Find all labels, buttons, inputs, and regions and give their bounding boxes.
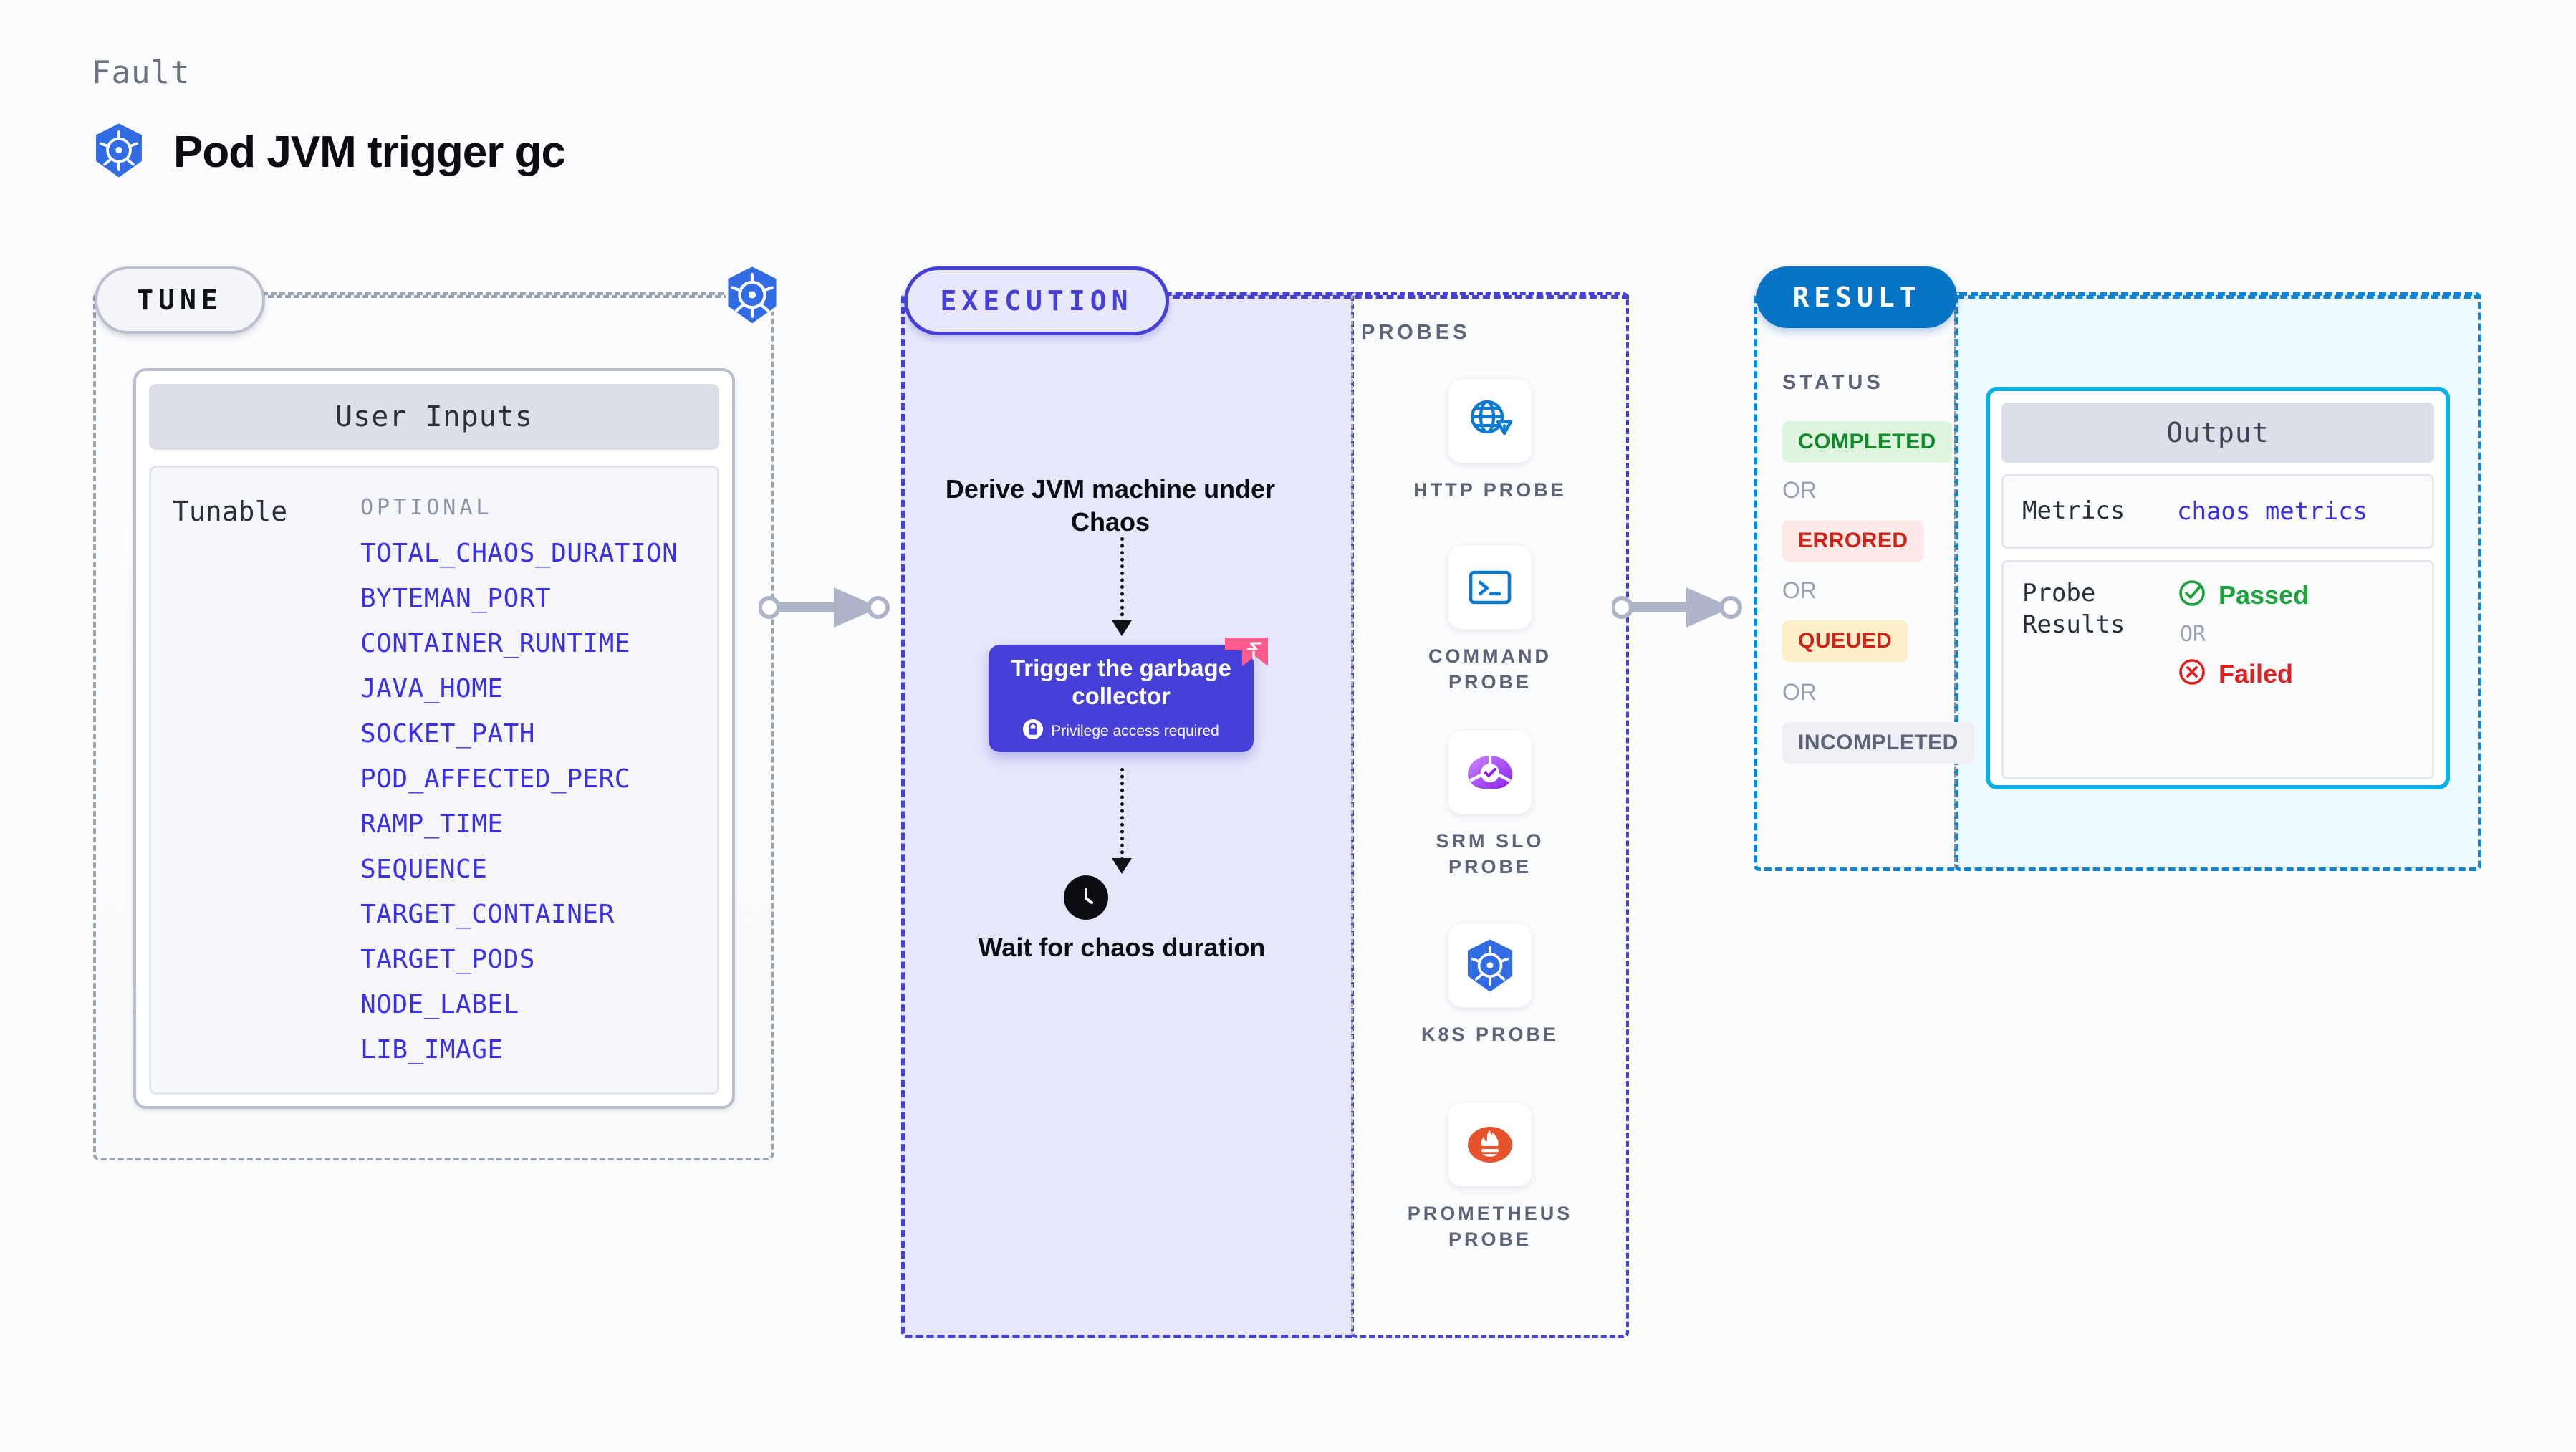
flow-connector-dots (1120, 537, 1124, 623)
probes-panel-divider (1351, 295, 1353, 1335)
failed-label: Failed (2219, 658, 2294, 688)
lock-icon (1023, 718, 1044, 744)
tunable-item[interactable]: BYTEMAN_PORT (360, 584, 552, 613)
output-metrics-row: Metrics chaos metrics (2001, 474, 2434, 549)
tunable-item[interactable]: TARGET_PODS (360, 945, 535, 974)
gc-node-title: Trigger the garbage collector (1010, 655, 1232, 709)
check-circle-icon (2177, 578, 2207, 612)
probe-item-http[interactable]: HTTP PROBE (1394, 380, 1586, 503)
tunable-body: Tunable OPTIONAL TOTAL_CHAOS_DURATION BY… (149, 466, 719, 1095)
probe-item-prometheus[interactable]: PROMETHEUS PROBE (1394, 1103, 1586, 1253)
tune-panel-top-line (259, 295, 755, 298)
result-panel-divider (1954, 295, 1956, 868)
probe-label: PROMETHEUS PROBE (1407, 1203, 1573, 1251)
status-title: STATUS (1782, 371, 1884, 394)
derive-step-label: Derive JVM machine under Chaos (945, 474, 1276, 537)
chaos-flag-icon (1224, 635, 1269, 675)
terminal-icon (1448, 546, 1532, 629)
execution-panel-top-line (1162, 295, 1629, 299)
connector-execution-to-result (1610, 582, 1755, 637)
probe-results-key-label: Probe Results (2022, 579, 2125, 639)
srm-slo-icon (1448, 731, 1532, 814)
user-inputs-card: User Inputs Tunable OPTIONAL TOTAL_CHAOS… (133, 368, 735, 1109)
metrics-key-label: Metrics (2022, 496, 2125, 526)
tunable-item[interactable]: LIB_IMAGE (360, 1035, 504, 1064)
passed-label: Passed (2219, 580, 2310, 610)
tunable-list: OPTIONAL TOTAL_CHAOS_DURATION BYTEMAN_PO… (360, 495, 696, 1065)
fault-title-row: Pod JVM trigger gc (92, 122, 566, 183)
probe-result-or-label: OR (2180, 622, 2206, 647)
status-badge-completed: COMPLETED (1782, 421, 1952, 463)
execution-pill-label[interactable]: EXECUTION (904, 266, 1169, 335)
probe-label: SRM SLO PROBE (1436, 830, 1544, 878)
tunable-item[interactable]: POD_AFFECTED_PERC (360, 764, 630, 794)
tunable-item[interactable]: NODE_LABEL (360, 990, 519, 1019)
kubernetes-icon (722, 264, 782, 330)
result-panel-top-line (1957, 295, 2481, 299)
metrics-value[interactable]: chaos metrics (2177, 497, 2368, 526)
tunable-item[interactable]: RAMP_TIME (360, 809, 504, 839)
probe-label: HTTP PROBE (1413, 479, 1567, 501)
wait-step-label: Wait for chaos duration (978, 933, 1266, 962)
clock-icon (1064, 875, 1108, 920)
optional-label: OPTIONAL (360, 495, 493, 520)
flow-arrowhead (1112, 858, 1132, 874)
probe-result-failed: Failed (2177, 657, 2413, 691)
tunable-key-label: Tunable (173, 496, 288, 527)
status-badge-queued: QUEUED (1782, 620, 1908, 662)
output-probe-results-row: Probe Results Passed OR (2001, 560, 2434, 779)
tunable-item[interactable]: TOTAL_CHAOS_DURATION (360, 539, 678, 568)
x-circle-icon (2177, 657, 2207, 691)
status-or-label: OR (1782, 679, 1817, 705)
page-title: Pod JVM trigger gc (173, 128, 566, 177)
user-inputs-header: User Inputs (149, 384, 719, 450)
status-badge-errored: ERRORED (1782, 520, 1924, 562)
probe-label: K8S PROBE (1421, 1024, 1559, 1045)
status-badge-incompleted: INCOMPLETED (1782, 722, 1974, 764)
probe-item-command[interactable]: COMMAND PROBE (1394, 546, 1586, 696)
kubernetes-icon (92, 122, 146, 183)
probe-item-k8s[interactable]: K8S PROBE (1394, 924, 1586, 1047)
gc-node-privilege-row: Privilege access required (1023, 718, 1219, 744)
tune-pill-label[interactable]: TUNE (95, 266, 265, 334)
tunable-item[interactable]: JAVA_HOME (360, 674, 504, 703)
probe-label: COMMAND PROBE (1428, 645, 1552, 693)
flow-connector-dots (1120, 768, 1124, 861)
tunable-item[interactable]: CONTAINER_RUNTIME (360, 629, 630, 658)
tunable-item[interactable]: SOCKET_PATH (360, 719, 535, 749)
kubernetes-icon (1448, 924, 1532, 1007)
globe-warning-icon (1448, 380, 1532, 463)
status-or-label: OR (1782, 477, 1817, 503)
flow-arrowhead (1112, 620, 1132, 636)
tunable-item[interactable]: TARGET_CONTAINER (360, 900, 615, 929)
gc-node-privilege-label: Privilege access required (1051, 722, 1219, 739)
output-card: Output Metrics chaos metrics Probe Resul… (1986, 387, 2450, 789)
probe-results-values: Passed OR Failed (2177, 578, 2413, 691)
prometheus-icon (1448, 1103, 1532, 1186)
probes-title: PROBES (1361, 321, 1471, 344)
tunable-item[interactable]: SEQUENCE (360, 855, 488, 884)
connector-tune-to-execution (758, 582, 903, 637)
probe-result-passed: Passed (2177, 578, 2413, 612)
result-pill-label[interactable]: RESULT (1756, 266, 1957, 328)
gc-node[interactable]: Trigger the garbage collector Privilege … (989, 638, 1268, 752)
probe-item-srm-slo[interactable]: SRM SLO PROBE (1394, 731, 1586, 880)
fault-kicker-label: Fault (92, 54, 191, 91)
status-or-label: OR (1782, 577, 1817, 603)
output-header: Output (2001, 403, 2434, 463)
